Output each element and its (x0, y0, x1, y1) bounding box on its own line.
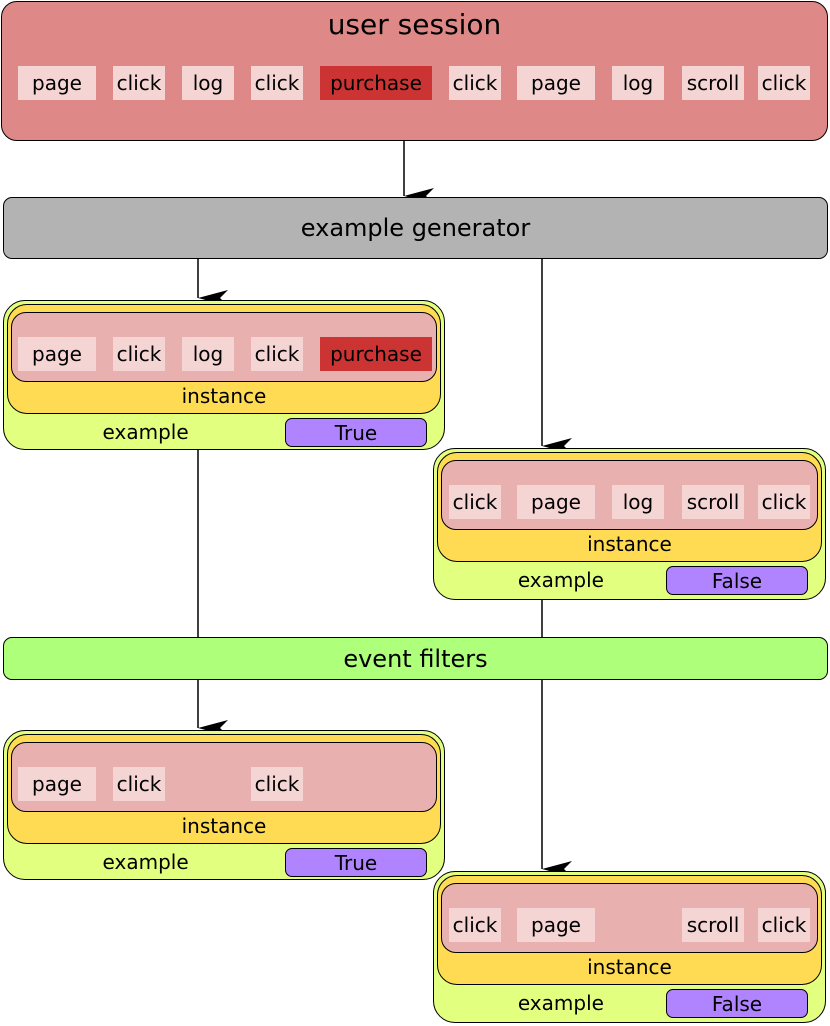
event-chip: log (182, 66, 234, 100)
event-chip: click (758, 66, 810, 100)
event-chip: page (517, 485, 595, 519)
event-chip: scroll (682, 908, 744, 942)
instance-label: instance (181, 384, 267, 408)
event-chip: click (449, 66, 501, 100)
label-value-badge: False (666, 989, 808, 1018)
event-chip: log (612, 485, 664, 519)
event-chip: page (517, 908, 595, 942)
example-label: example (102, 420, 189, 444)
event-filters-label: event filters (343, 644, 488, 673)
event-chip: click (251, 767, 303, 801)
event-chip: click (758, 485, 810, 519)
event-chip: click (113, 767, 165, 801)
instance-events-box (441, 883, 818, 953)
event-chip: scroll (682, 485, 744, 519)
label-value-badge: True (285, 848, 427, 877)
event-chip: log (612, 66, 664, 100)
label-value-badge: False (666, 566, 808, 595)
event-chip: click (113, 337, 165, 371)
event-chip: click (251, 337, 303, 371)
event-chip: click (449, 485, 501, 519)
event-chip: click (251, 66, 303, 100)
instance-label: instance (587, 532, 672, 556)
example-generator-box: example generator (3, 197, 828, 259)
event-chip-highlighted: purchase (320, 66, 432, 100)
label-value-badge: True (285, 418, 427, 447)
example-label: example (517, 991, 604, 1015)
event-filters-box: event filters (3, 637, 828, 680)
event-chip: log (182, 337, 234, 371)
example-label: example (517, 568, 604, 592)
instance-label: instance (587, 955, 672, 979)
event-chip: page (18, 337, 96, 371)
instance-label: instance (181, 814, 267, 838)
event-chip: click (758, 908, 810, 942)
event-chip: page (18, 767, 96, 801)
event-chip: scroll (682, 66, 744, 100)
event-chip: click (113, 66, 165, 100)
user-session-title: user session (327, 8, 502, 41)
event-chip: page (18, 66, 96, 100)
event-chip: click (449, 908, 501, 942)
event-chip-highlighted: purchase (320, 337, 432, 371)
event-chip: page (517, 66, 595, 100)
example-generator-label: example generator (300, 214, 531, 242)
example-label: example (102, 850, 189, 874)
